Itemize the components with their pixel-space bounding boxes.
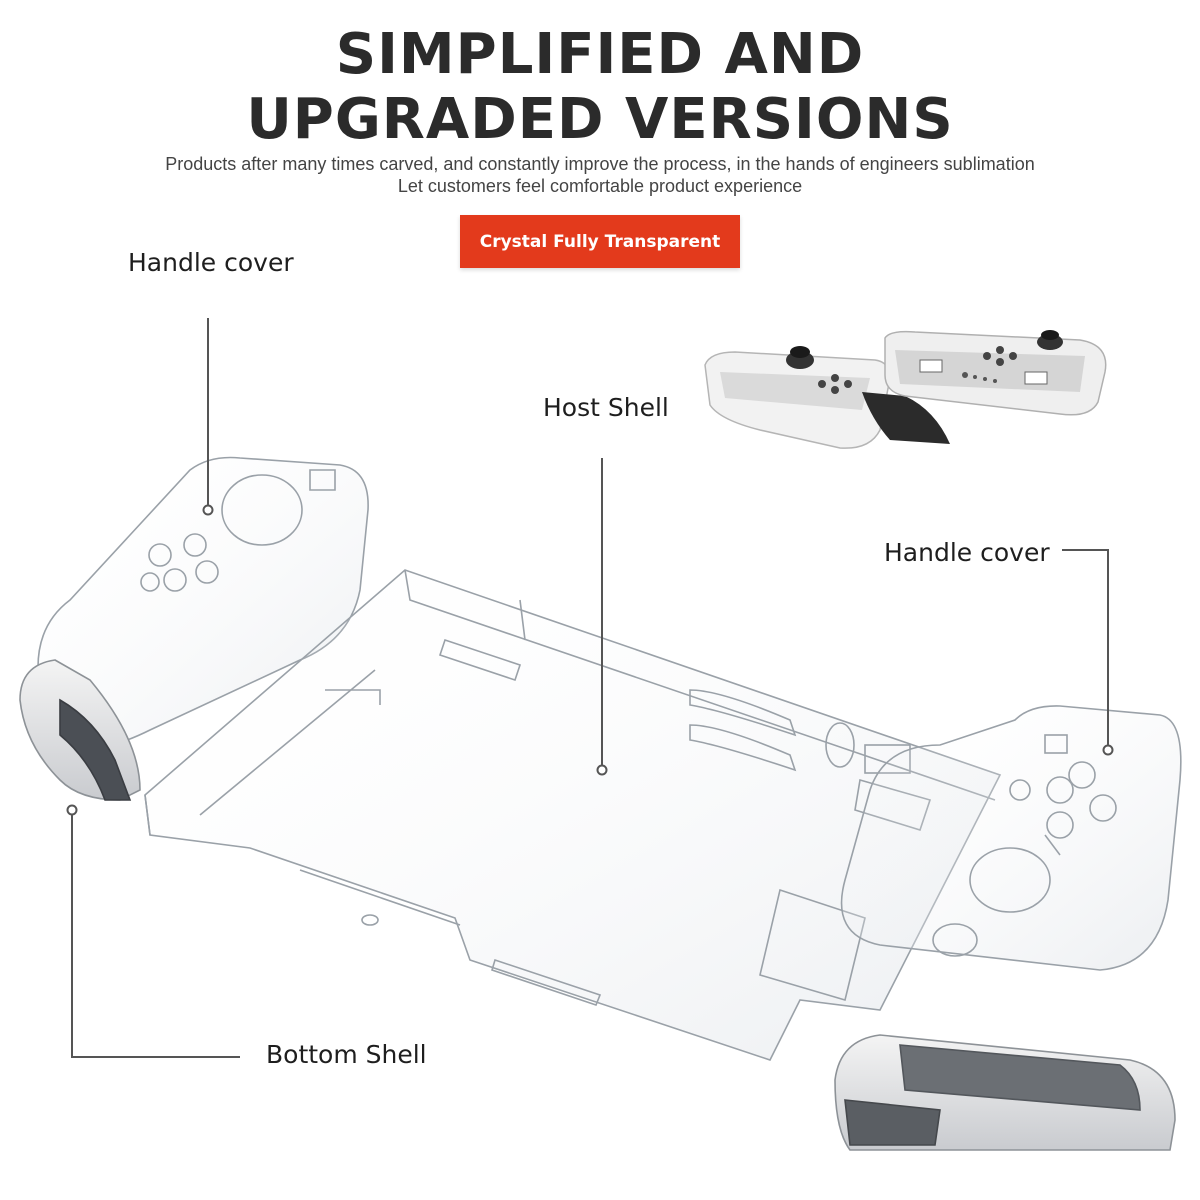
joycon-controllers-icon (704, 325, 1107, 455)
label-host-shell: Host Shell (543, 393, 669, 422)
subtitle-line1: Products after many times carved, and co… (165, 154, 1035, 174)
label-handle-cover-left: Handle cover (128, 248, 294, 277)
subtitle-line2: Let customers feel comfortable product e… (397, 176, 803, 196)
label-bottom-shell: Bottom Shell (266, 1040, 427, 1069)
callout-lines (66, 318, 1114, 1058)
headline-line1: SIMPLIFIED AND (335, 22, 865, 87)
crystal-badge: Crystal Fully Transparent (460, 215, 740, 268)
label-handle-cover-right: Handle cover (884, 538, 1050, 567)
headline-line2: UPGRADED VERSIONS (246, 87, 954, 152)
clear-switch-case-icon (19, 456, 1182, 1151)
